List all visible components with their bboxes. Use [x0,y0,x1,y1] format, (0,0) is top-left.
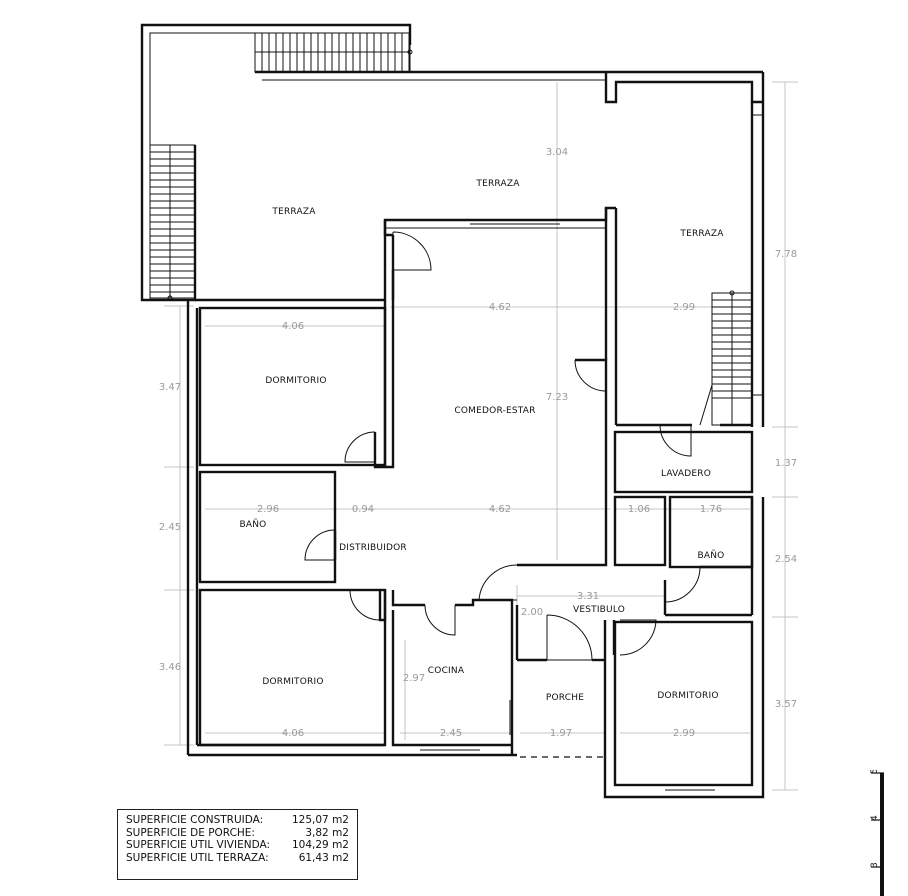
dim-dormitorio-bottom-right-width: 2.99 [673,728,695,739]
label-comedor-estar: COMEDOR-ESTAR [454,406,535,416]
summary-label: SUPERFICIE UTIL TERRAZA: [126,851,269,864]
label-terraza-center: TERRAZA [475,179,520,189]
summary-row: SUPERFICIE CONSTRUIDA: 125,07 m2 [126,814,349,827]
label-distribuidor: DISTRIBUIDOR [339,543,407,553]
doors [304,231,701,661]
dim-dormitorio-bottom-left-width: 4.06 [282,728,304,739]
summary-row: SUPERFICIE UTIL TERRAZA: 61,43 m2 [126,852,349,865]
summary-label: SUPERFICIE CONSTRUIDA: [126,814,264,826]
dim-vestibulo-depth: 2.00 [521,607,543,618]
dim-dormitorio-top-width: 4.06 [282,321,304,332]
dim-bano-left-depth: 2.45 [159,522,181,533]
dim-comedor-width-top: 4.62 [489,302,511,313]
dim-comedor-depth: 7.23 [546,392,568,403]
dim-vestibulo-width: 3.31 [577,591,599,602]
label-vestibulo: VESTIBULO [573,605,625,615]
summary-value: 125,07 m2 [292,814,349,826]
dim-dormitorio-bottom-left-depth: 3.46 [159,662,181,673]
label-lavadero: LAVADERO [661,469,711,479]
graphic-scale: 5 4 3 [870,770,884,896]
walls [140,23,765,799]
summary-label: SUPERFICIE UTIL VIVIENDA: [126,839,271,851]
dim-bano-right-depth: 2.54 [775,554,797,565]
dim-bano-left-width: 2.96 [257,504,279,515]
label-bano-right: BAÑO [698,550,725,561]
label-terraza-left: TERRAZA [271,207,316,217]
dim-pasillo-width: 0.94 [352,504,374,515]
surface-summary-table: SUPERFICIE CONSTRUIDA: 125,07 m2 SUPERFI… [117,809,358,880]
label-terraza-right: TERRAZA [679,229,724,239]
dim-lavadero-depth: 1.37 [775,458,797,469]
label-dormitorio-bottom-right: DORMITORIO [657,691,718,701]
label-dormitorio-top: DORMITORIO [265,376,326,386]
dim-terraza-depth: 3.04 [546,147,568,158]
scale-tick-3: 3 [870,862,880,868]
scale-bar-segment [880,773,884,896]
label-dormitorio-bottom-left: DORMITORIO [262,677,323,687]
dimension-labels: 3.04 7.78 4.62 2.99 4.06 3.47 7.23 1.37 … [159,147,797,739]
scale-tick-4: 4 [870,815,880,821]
summary-row: SUPERFICIE DE PORCHE: 3,82 m2 [126,827,349,840]
dim-porche-width: 1.97 [550,728,572,739]
stairs [149,32,753,426]
dim-cocina-width: 2.45 [440,728,462,739]
label-bano-left: BAÑO [240,519,267,530]
label-cocina: COCINA [428,666,465,676]
dim-total-height: 7.78 [775,249,797,260]
summary-value: 104,29 m2 [292,839,349,851]
room-labels: TERRAZA TERRAZA TERRAZA DORMITORIO COMED… [240,179,725,703]
dim-dormitorio-top-depth: 3.47 [159,382,181,393]
label-porche: PORCHE [546,693,584,703]
summary-value: 61,43 m2 [298,851,349,864]
dim-cocina-depth: 2.97 [403,673,425,684]
dim-dormitorio-bottom-right-depth: 3.57 [775,699,797,710]
dim-terraza-right-width: 2.99 [673,302,695,313]
dim-hueco-width: 1.06 [628,504,650,515]
dim-bano-right-width: 1.76 [700,504,722,515]
dim-comedor-width-bottom: 4.62 [489,504,511,515]
summary-row: SUPERFICIE UTIL VIVIENDA: 104,29 m2 [126,839,349,852]
summary-label: SUPERFICIE DE PORCHE: [126,826,255,839]
summary-value: 3,82 m2 [305,826,349,839]
scale-tick-5: 5 [870,770,880,774]
